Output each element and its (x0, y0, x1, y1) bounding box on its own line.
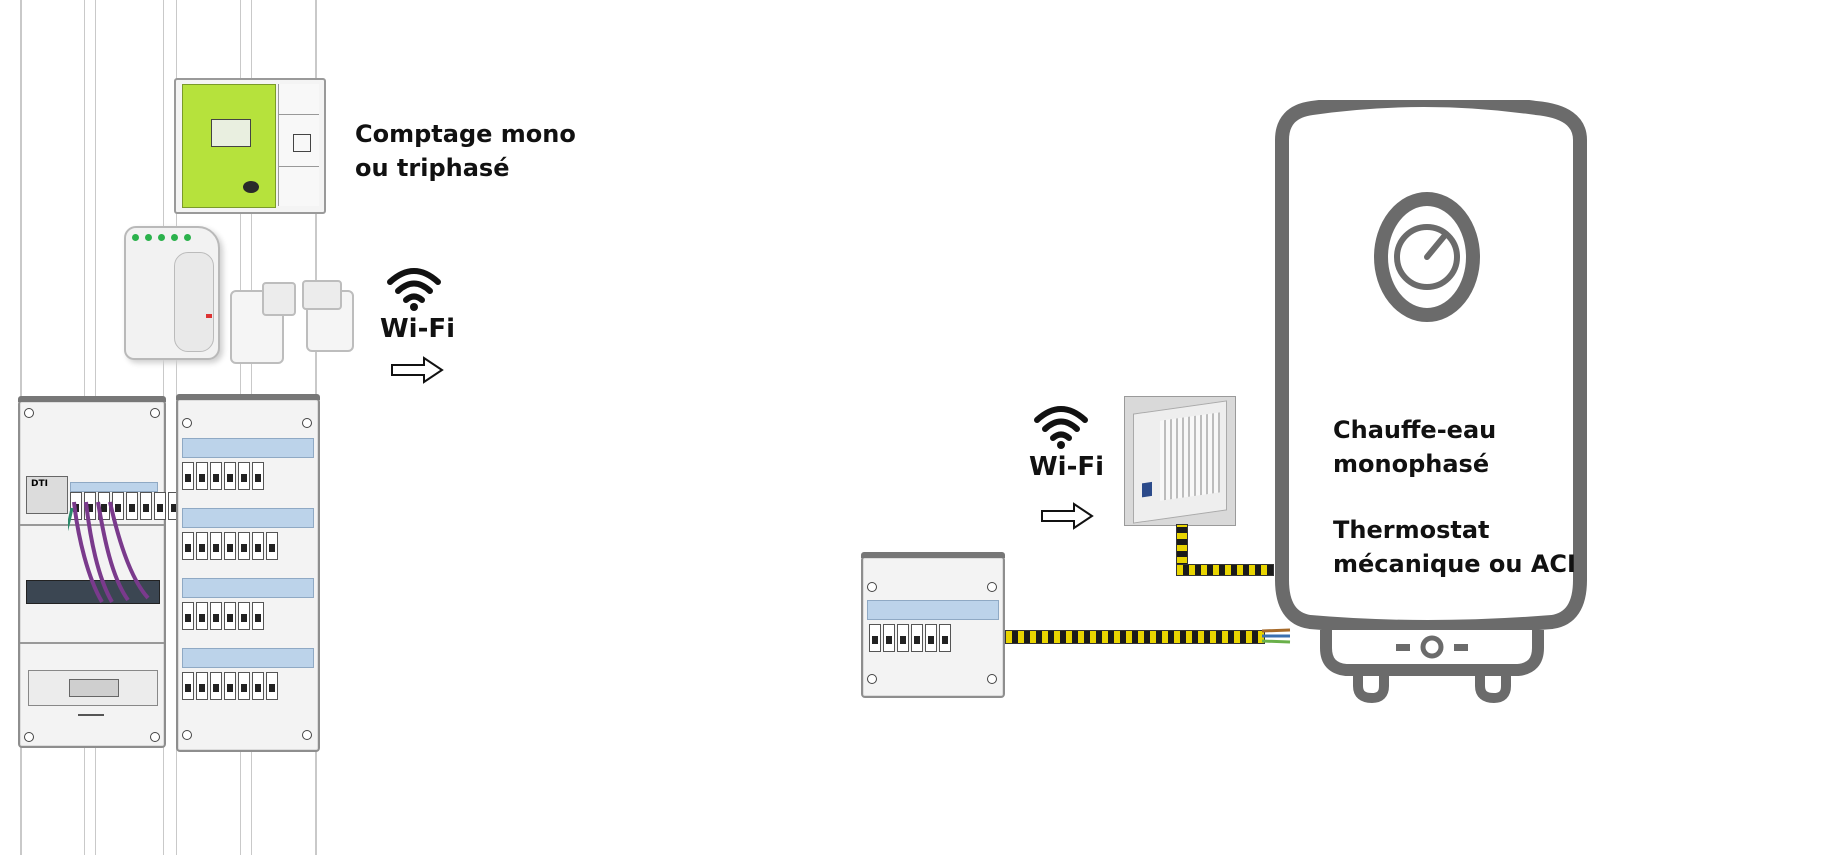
dti-box: DTI (26, 476, 68, 514)
control-cable (1176, 564, 1274, 576)
main-distribution-panel: DTI (18, 396, 180, 748)
right-arrow-icon (391, 356, 444, 384)
supply-wires (1262, 628, 1291, 644)
power-controller-device (1124, 396, 1236, 526)
breaker-row (182, 462, 264, 490)
right-arrow-icon (1041, 502, 1094, 530)
breaker-row (869, 624, 951, 652)
thermostat-dial-icon (1374, 192, 1480, 322)
meter-display (211, 119, 251, 147)
supply-cable (1005, 630, 1265, 644)
breaker-row (182, 672, 278, 700)
meter-label-line2: ou triphasé (355, 154, 510, 182)
wifi-icon (1034, 406, 1088, 449)
meter-body (182, 84, 276, 208)
wifi-icon (387, 268, 441, 311)
wifi-label: Wi-Fi (1029, 452, 1105, 482)
heater-label-line3: Thermostat (1333, 516, 1490, 544)
heater-label-line1: Chauffe-eau (1333, 416, 1497, 444)
small-distribution-panel (861, 552, 1005, 698)
heater-label-line2: monophasé (1333, 450, 1490, 478)
secondary-distribution-panel (176, 394, 320, 752)
meter-label: Comptage mono ou triphasé (355, 117, 576, 185)
purple-wires (68, 501, 150, 604)
energy-monitor-module (124, 226, 220, 360)
heater-label-line4: mécanique ou ACI (1333, 550, 1576, 578)
heater-label: Chauffe-eau monophasé (1333, 413, 1496, 481)
current-clamp (262, 282, 296, 316)
electricity-meter (174, 78, 326, 214)
meter-side-panel (278, 84, 319, 206)
meter-label-line1: Comptage mono (355, 120, 576, 148)
breaker-row (182, 602, 264, 630)
dti-label: DTI (31, 479, 48, 489)
socket-module (28, 670, 158, 706)
water-heater (1275, 100, 1587, 704)
current-clamp (302, 280, 342, 310)
breaker-row (182, 532, 278, 560)
wifi-label: Wi-Fi (380, 314, 456, 344)
thermostat-label: Thermostat mécanique ou ACI (1333, 513, 1576, 581)
meter-logo-icon (243, 181, 259, 193)
breaker-row (70, 492, 180, 520)
